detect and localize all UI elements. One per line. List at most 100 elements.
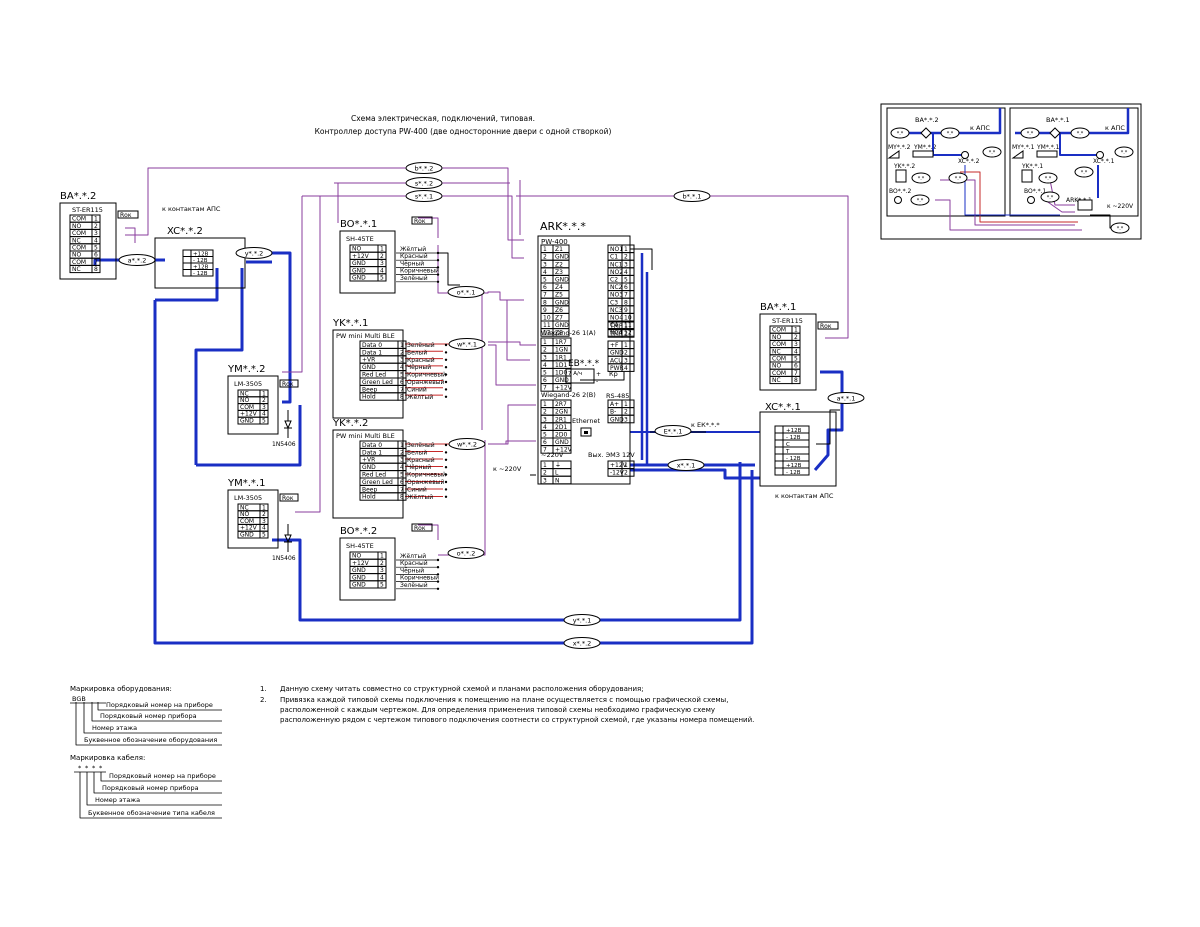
- pin-label: 7: [543, 385, 547, 392]
- device-frame: [339, 230, 396, 294]
- wire-color-label: Жёлтый: [407, 394, 433, 401]
- power-wire: [194, 268, 244, 465]
- terminal-dot: [444, 343, 448, 347]
- ark-model: PW-400: [541, 238, 568, 246]
- cable-tag-text: w*.*.2: [457, 441, 477, 449]
- device-tag: BO*.*.1: [340, 219, 377, 230]
- pin-label: 6: [400, 479, 404, 486]
- pin-label: 6: [624, 284, 628, 291]
- terminal-dot: [444, 351, 448, 354]
- pin-label: 3: [543, 354, 547, 361]
- pin-label: NC2: [610, 284, 623, 291]
- pin-label: 4: [543, 269, 547, 276]
- device-frame: [759, 313, 817, 391]
- wire-color-label: Зелёный: [407, 342, 435, 349]
- pin-label: COM: [72, 259, 86, 266]
- inset-cable-tag: [948, 172, 968, 184]
- wire-color-label: Коричневый: [407, 472, 446, 479]
- pin-label: GND: [555, 377, 569, 384]
- signal-wire: [125, 167, 524, 241]
- key-switch-label: Кр: [609, 370, 618, 378]
- pin-label: COM: [72, 230, 86, 237]
- pin-label: 9: [624, 307, 628, 314]
- pin-label: Red Led: [362, 372, 386, 379]
- inset-room-left: [886, 107, 1006, 217]
- wire-color-label: Синий: [407, 486, 427, 493]
- terminal-dot: [436, 573, 440, 576]
- inset-cable-tag-text: *.*: [1117, 226, 1124, 232]
- pin-label: +12V: [610, 462, 628, 469]
- power-wire: [813, 370, 844, 471]
- pin-label: +VR: [362, 457, 375, 464]
- cable-tag-s1a: [405, 190, 443, 202]
- pin-label: 3: [380, 260, 384, 267]
- pin-label: GND: [555, 299, 569, 306]
- terminal-dot: [444, 466, 448, 469]
- pin-cell: [621, 363, 635, 372]
- pin-label: COM: [72, 245, 86, 252]
- inset-bo-label: BO*.*.1: [1024, 188, 1047, 195]
- inset-bo-label: BO*.*.2: [889, 188, 912, 195]
- schematic-title-line2: Контроллер доступа PW-400 (две односторо…: [315, 127, 612, 136]
- wire-color-label: Жёлтый: [400, 246, 426, 253]
- pin-label: Red Led: [362, 472, 386, 479]
- wire-color-label: Зелёный: [400, 582, 428, 589]
- pin-label: 5: [262, 532, 266, 539]
- signal-wire: [488, 344, 536, 386]
- pin-label: GND: [610, 416, 624, 423]
- pin-label: NC1: [610, 261, 623, 268]
- pin-cell: [774, 425, 784, 434]
- cable-tag-text: b*.*.1: [683, 193, 702, 201]
- pin-label: NO: [72, 223, 81, 230]
- terminal-dot: [436, 273, 440, 276]
- inset-cable-tag-text: *.*: [947, 131, 954, 137]
- wire-color-label: Белый: [407, 449, 427, 456]
- pin-label: 1: [94, 216, 98, 223]
- inset-cable-tag-text: *.*: [1045, 176, 1052, 182]
- pin-label: NO: [240, 511, 249, 518]
- device-frame: [154, 237, 246, 289]
- pin-label: 1: [400, 442, 404, 449]
- pin-cell: [774, 460, 784, 469]
- pin-label: 4: [380, 574, 384, 581]
- terminal-dot: [436, 259, 440, 262]
- legend-code: *: [85, 764, 89, 772]
- pin-cell: [182, 269, 192, 277]
- pin-label: +F: [610, 342, 619, 349]
- wire: [438, 252, 460, 286]
- pin-label: 2GN: [555, 409, 568, 416]
- inset-ark-icon: [1077, 199, 1093, 211]
- inset-signal-wire: [1049, 179, 1075, 206]
- pin-label: 7: [543, 292, 547, 299]
- cable-tag-y1: [563, 614, 601, 626]
- pin-label: 5: [400, 372, 404, 379]
- note-2-line3: расположенную рядом с чертежом типового …: [280, 716, 754, 724]
- pin-label: 7: [794, 370, 798, 377]
- wire: [630, 248, 653, 270]
- terminal-label: +12В: [193, 252, 209, 258]
- note-1: Данную схему читать совместно со структу…: [280, 685, 644, 693]
- pin-label: NO4: [610, 315, 623, 322]
- resistor-label: Rок: [282, 495, 294, 502]
- pin-label: 3: [400, 357, 404, 364]
- pin-label: Z7: [555, 315, 563, 322]
- cable-tag-o1: [447, 286, 485, 298]
- pin-label: +12V: [352, 253, 370, 260]
- legend-item: Номер этажа: [95, 796, 140, 804]
- pin-label: Green Led: [362, 479, 393, 486]
- inset-sensor-icon: [894, 196, 902, 204]
- inset-ba-label: BA*.*.2: [915, 116, 939, 124]
- terminal-label: - 12В: [786, 435, 801, 441]
- pin-label: NC: [240, 390, 249, 397]
- pin-label: 4: [400, 364, 404, 371]
- pin-cell: [552, 445, 572, 454]
- inset-xc-label: XC*.*.1: [1093, 158, 1115, 165]
- inset-my-label: MY*.*.1: [1012, 144, 1035, 151]
- device-tag: YM*.*.2: [227, 364, 265, 375]
- pin-label: Green Led: [362, 379, 393, 386]
- cable-tag-w1: [448, 338, 486, 350]
- cable-tag-w2: [448, 438, 486, 450]
